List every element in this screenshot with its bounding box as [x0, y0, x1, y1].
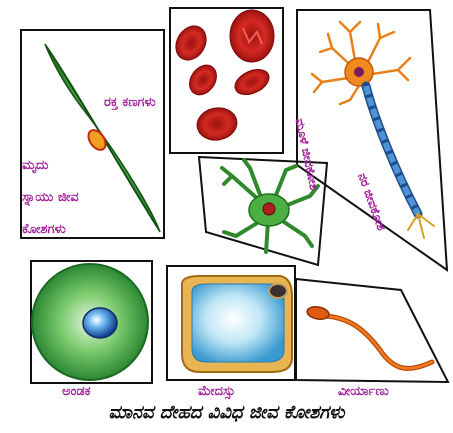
label-fat-cell: ಮೇದಸ್ಸು — [198, 384, 235, 400]
label-ovum: ಅಂಡಕ — [62, 384, 90, 400]
sperm-panel — [296, 279, 448, 382]
smooth-muscle-panel — [21, 30, 164, 238]
fat-cell-panel — [167, 266, 295, 380]
label-rbc: ರಕ್ತ ಕಣಗಳು — [104, 95, 156, 111]
label-smooth-muscle-line3: ಕೋಶಗಳು — [22, 222, 66, 238]
label-smooth-muscle-line2: ಸ್ನಾಯು ಜೀವ — [22, 190, 79, 206]
red-blood-cells-panel — [170, 8, 283, 153]
ovum-panel — [31, 261, 152, 383]
diagram-title: ಮಾನವ ದೇಹದ ವಿವಿಧ ಜೀವ ಕೋಶಗಳು — [0, 402, 453, 423]
label-smooth-muscle-line1: ಮೃದು — [22, 158, 48, 174]
nerve-cell-panel — [297, 10, 447, 270]
label-sperm: ವೀರ್ಯಾಣು — [338, 384, 389, 400]
